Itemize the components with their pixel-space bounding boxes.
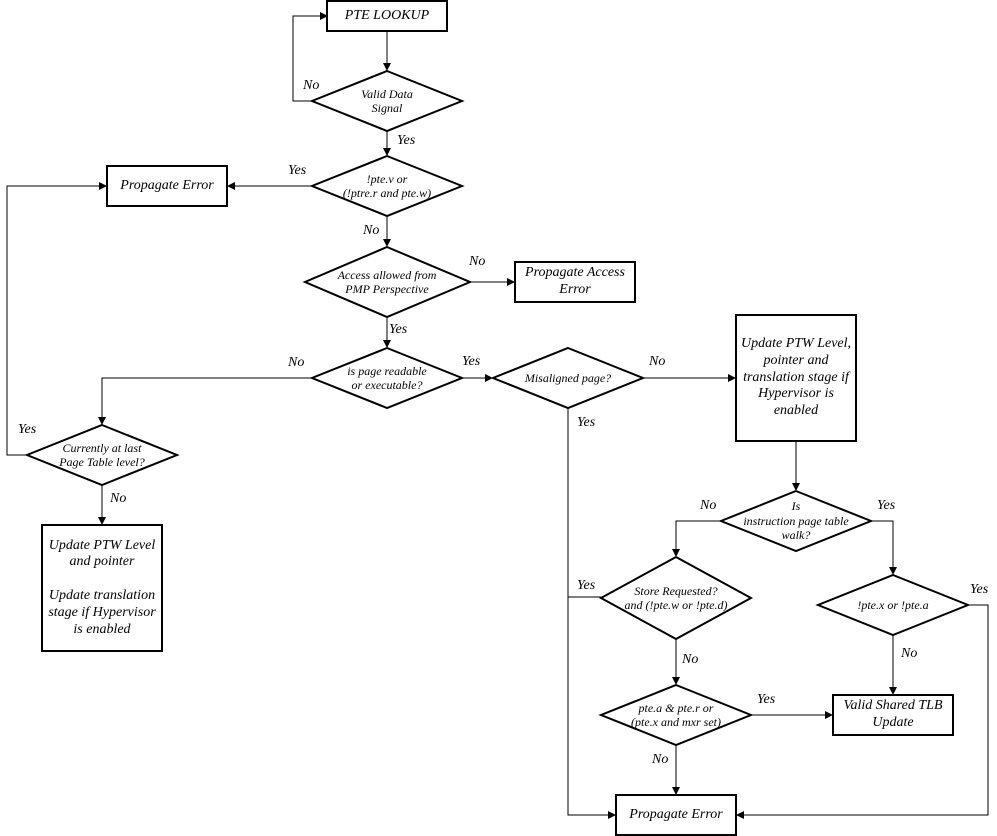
edge-label-ptev-no: No: [363, 223, 380, 238]
edge-instr-no: [672, 520, 721, 557]
instr-walk-diamond: [718, 489, 874, 553]
edge-label-ptex-no: No: [901, 646, 918, 661]
pte-x-label: !pte.x or !pte.a: [857, 597, 929, 612]
valid-tlb-update-label: Valid Shared TLB Update: [843, 698, 943, 730]
edge-label-ptex-yes: Yes: [970, 582, 989, 597]
edge-label-ptea-no: No: [652, 752, 669, 767]
pte-lookup-box: [326, 0, 448, 32]
update-ptw-left-box: [41, 524, 163, 652]
misaligned-label: Misaligned page?: [524, 370, 612, 385]
valid-data-label: Valid Data Signal: [361, 86, 413, 115]
readable-label: is page readable or executable?: [347, 363, 427, 392]
propagate-access-error-label: Propagate Access Error: [525, 265, 625, 297]
edge-readable-no: [98, 377, 312, 425]
valid-tlb-update-box: [832, 694, 954, 736]
edge-label-instr-yes: Yes: [877, 498, 896, 513]
edge-ptex-yes: [736, 604, 989, 819]
pmp-label: Access allowed from PMP Perspective: [337, 267, 437, 296]
pmp-diamond: [302, 245, 473, 319]
misaligned-diamond: [490, 346, 646, 410]
edge-label-store-no: No: [682, 652, 699, 667]
propagate-error-bottom-box: [615, 794, 737, 836]
last-level-label: Currently at last Page Table level?: [59, 440, 145, 469]
edge-last-yes: [6, 182, 107, 456]
edge-instr-yes: [871, 520, 897, 575]
edge-label-misaligned-yes: Yes: [577, 415, 596, 430]
readable-diamond: [309, 346, 465, 410]
edge-label-ptea-yes: Yes: [757, 692, 776, 707]
edge-label-valid-yes: Yes: [397, 133, 416, 148]
update-ptw-right-box: [735, 314, 857, 442]
edge-valid-no-loop: [292, 12, 328, 102]
edge-label-instr-no: No: [700, 498, 717, 513]
edge-label-ptev-yes: Yes: [288, 163, 307, 178]
edge-label-store-yes: Yes: [577, 578, 596, 593]
edge-label-last-no: No: [110, 491, 127, 506]
edge-label-misaligned-no: No: [649, 354, 666, 369]
edge-misaligned-yes: [567, 408, 616, 819]
edge-label-readable-yes: Yes: [462, 354, 481, 369]
valid-data-diamond: [309, 69, 465, 133]
propagate-access-error-box: [514, 261, 636, 303]
edge-label-last-yes: Yes: [18, 422, 37, 437]
propagate-error-top-box: [106, 165, 228, 207]
update-ptw-right-label: Update PTW Level, pointer and translatio…: [740, 336, 852, 419]
instr-walk-label: Is instruction page table walk?: [743, 499, 849, 543]
edge-label-pmp-yes: Yes: [389, 322, 408, 337]
edge-label-valid-no: No: [303, 78, 320, 93]
pte-v-label: !pte.v or (!ptre.r and pte.w): [342, 171, 432, 200]
pte-x-diamond: [815, 573, 971, 637]
pte-a-diamond: [598, 683, 754, 747]
edge-label-readable-no: No: [288, 355, 305, 370]
pte-v-diamond: [309, 154, 465, 218]
store-diamond: [598, 555, 754, 641]
update-ptw-left-label: Update PTW Level and pointer Update tran…: [48, 537, 156, 637]
edge-label-pmp-no: No: [469, 254, 486, 269]
pte-a-label: pte.a & pte.r or (pte.x and mxr set): [631, 700, 721, 729]
store-label: Store Requested? and (!pte.w or !pte.d): [624, 583, 728, 612]
propagate-error-bottom-label: Propagate Error: [629, 806, 723, 822]
last-level-diamond: [24, 423, 180, 487]
propagate-error-top-label: Propagate Error: [120, 177, 214, 193]
pte-lookup-label: PTE LOOKUP: [344, 7, 430, 23]
